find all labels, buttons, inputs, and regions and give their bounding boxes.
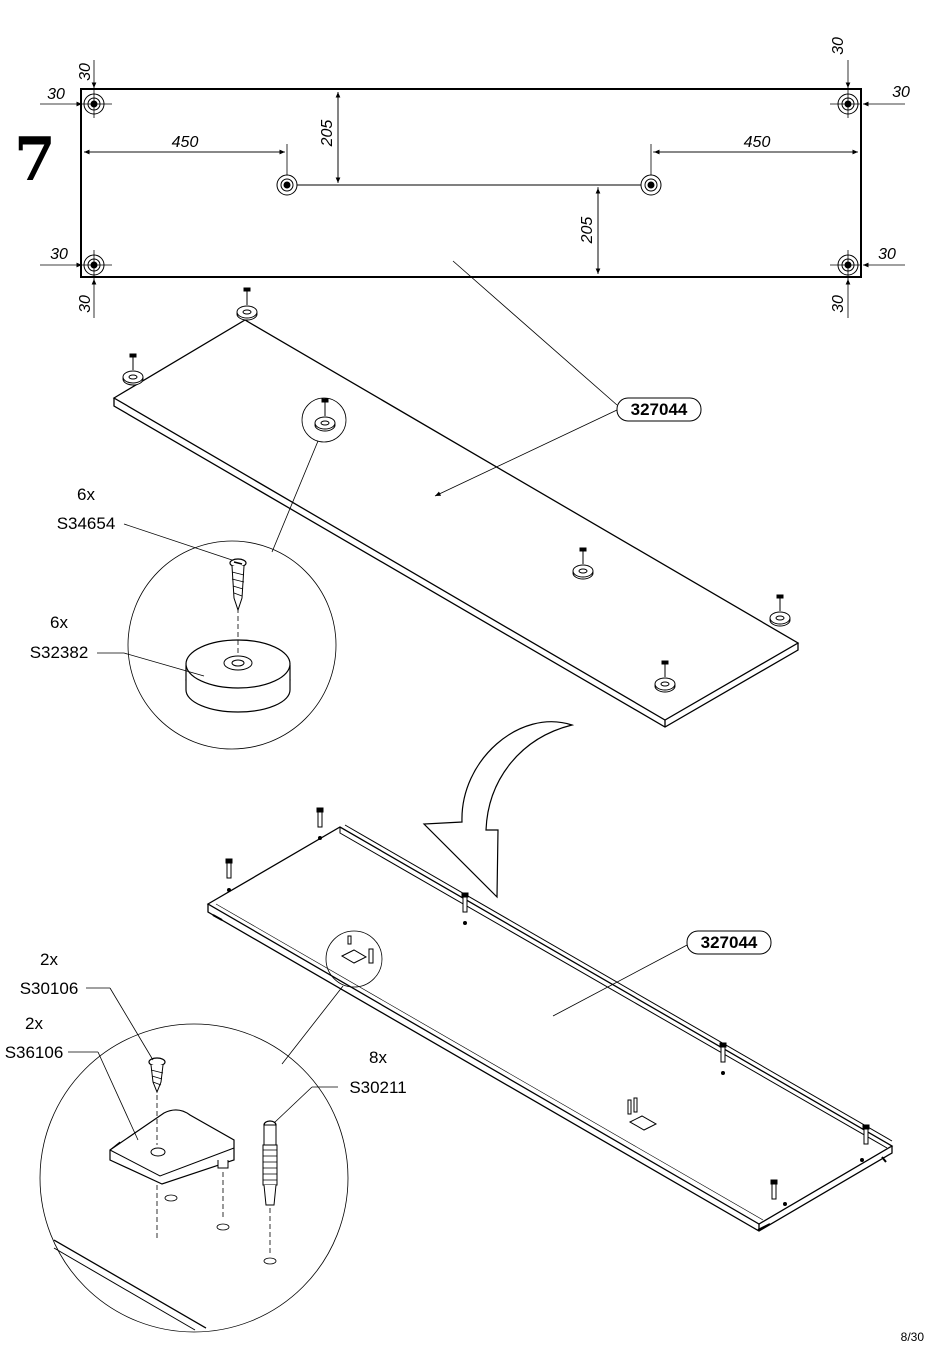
dowel-icon (461, 892, 469, 925)
hole-marker-bl (80, 250, 112, 279)
detail-glide-closeup (127, 540, 337, 750)
glide-icon (122, 353, 144, 386)
bracket-small-icon (340, 935, 658, 1131)
dim-corner-bottom-left-h: 30 (50, 246, 68, 263)
detail-marker-small-bottom (325, 930, 383, 988)
detail-bracket-closeup (39, 1023, 349, 1333)
dowel-code: S30211 (349, 1078, 406, 1097)
screw2-code: S30106 (20, 979, 79, 998)
part-ref-bottom: 327044 (701, 933, 758, 952)
dim-corner-top-left-h: 30 (47, 86, 65, 103)
step-number: 7 (14, 125, 56, 195)
screw-quantity: 6x (77, 485, 95, 504)
hole-marker-mid-left (276, 174, 298, 196)
dowel-set (225, 807, 870, 1206)
dim-top-depth: 205 (319, 120, 336, 148)
dowel-icon (627, 1097, 638, 1115)
hole-marker-tl (80, 90, 112, 118)
page-number: 8/30 (901, 1330, 925, 1344)
glide-icon (236, 287, 258, 321)
dowel-quantity: 8x (369, 1048, 387, 1067)
glide-code: S32382 (30, 643, 89, 662)
glide-quantity: 6x (50, 613, 68, 632)
part-ref-badge-bottom (686, 930, 772, 955)
glide-icon (572, 547, 594, 580)
hole-marker-mid-right (640, 174, 662, 196)
screw-icon (229, 558, 247, 612)
flip-arrow-icon (422, 721, 575, 899)
screw-icon (148, 1057, 166, 1094)
screw2-quantity: 2x (40, 950, 58, 969)
dim-left-offset: 450 (172, 134, 199, 151)
bracket-code: S36106 (5, 1043, 64, 1062)
dim-corner-bottom-right-h: 30 (878, 246, 896, 263)
dowel-icon (262, 1120, 278, 1206)
panel-isometric-bottom (206, 824, 894, 1232)
glide-icon (769, 594, 791, 627)
dowel-icon (316, 807, 324, 840)
dim-corner-top-right-v: 30 (830, 37, 847, 55)
dowel-icon (719, 1042, 727, 1075)
panel-top-view (40, 60, 905, 318)
dim-corner-top-left-v: 30 (77, 63, 94, 81)
bracket-quantity: 2x (25, 1014, 43, 1033)
glide-set (122, 287, 791, 693)
dowel-icon (860, 1124, 870, 1162)
dowel-icon (770, 1179, 787, 1206)
screw-code: S34654 (57, 514, 116, 533)
dim-bottom-depth: 205 (579, 217, 596, 245)
dowel-icon (225, 858, 233, 892)
hole-marker-br (830, 250, 862, 279)
detail-marker-small (301, 397, 347, 443)
hole-marker-tr (830, 90, 862, 118)
dim-corner-bottom-left-v: 30 (77, 295, 94, 313)
panel-isometric-top (112, 319, 800, 728)
part-ref-top: 327044 (631, 400, 688, 419)
dim-right-offset: 450 (744, 134, 771, 151)
part-ref-badge (616, 397, 702, 422)
dim-corner-bottom-right-v: 30 (830, 295, 847, 313)
glide-icon (314, 398, 336, 432)
glide-icon (654, 660, 676, 693)
dim-corner-top-right-h: 30 (892, 84, 910, 101)
